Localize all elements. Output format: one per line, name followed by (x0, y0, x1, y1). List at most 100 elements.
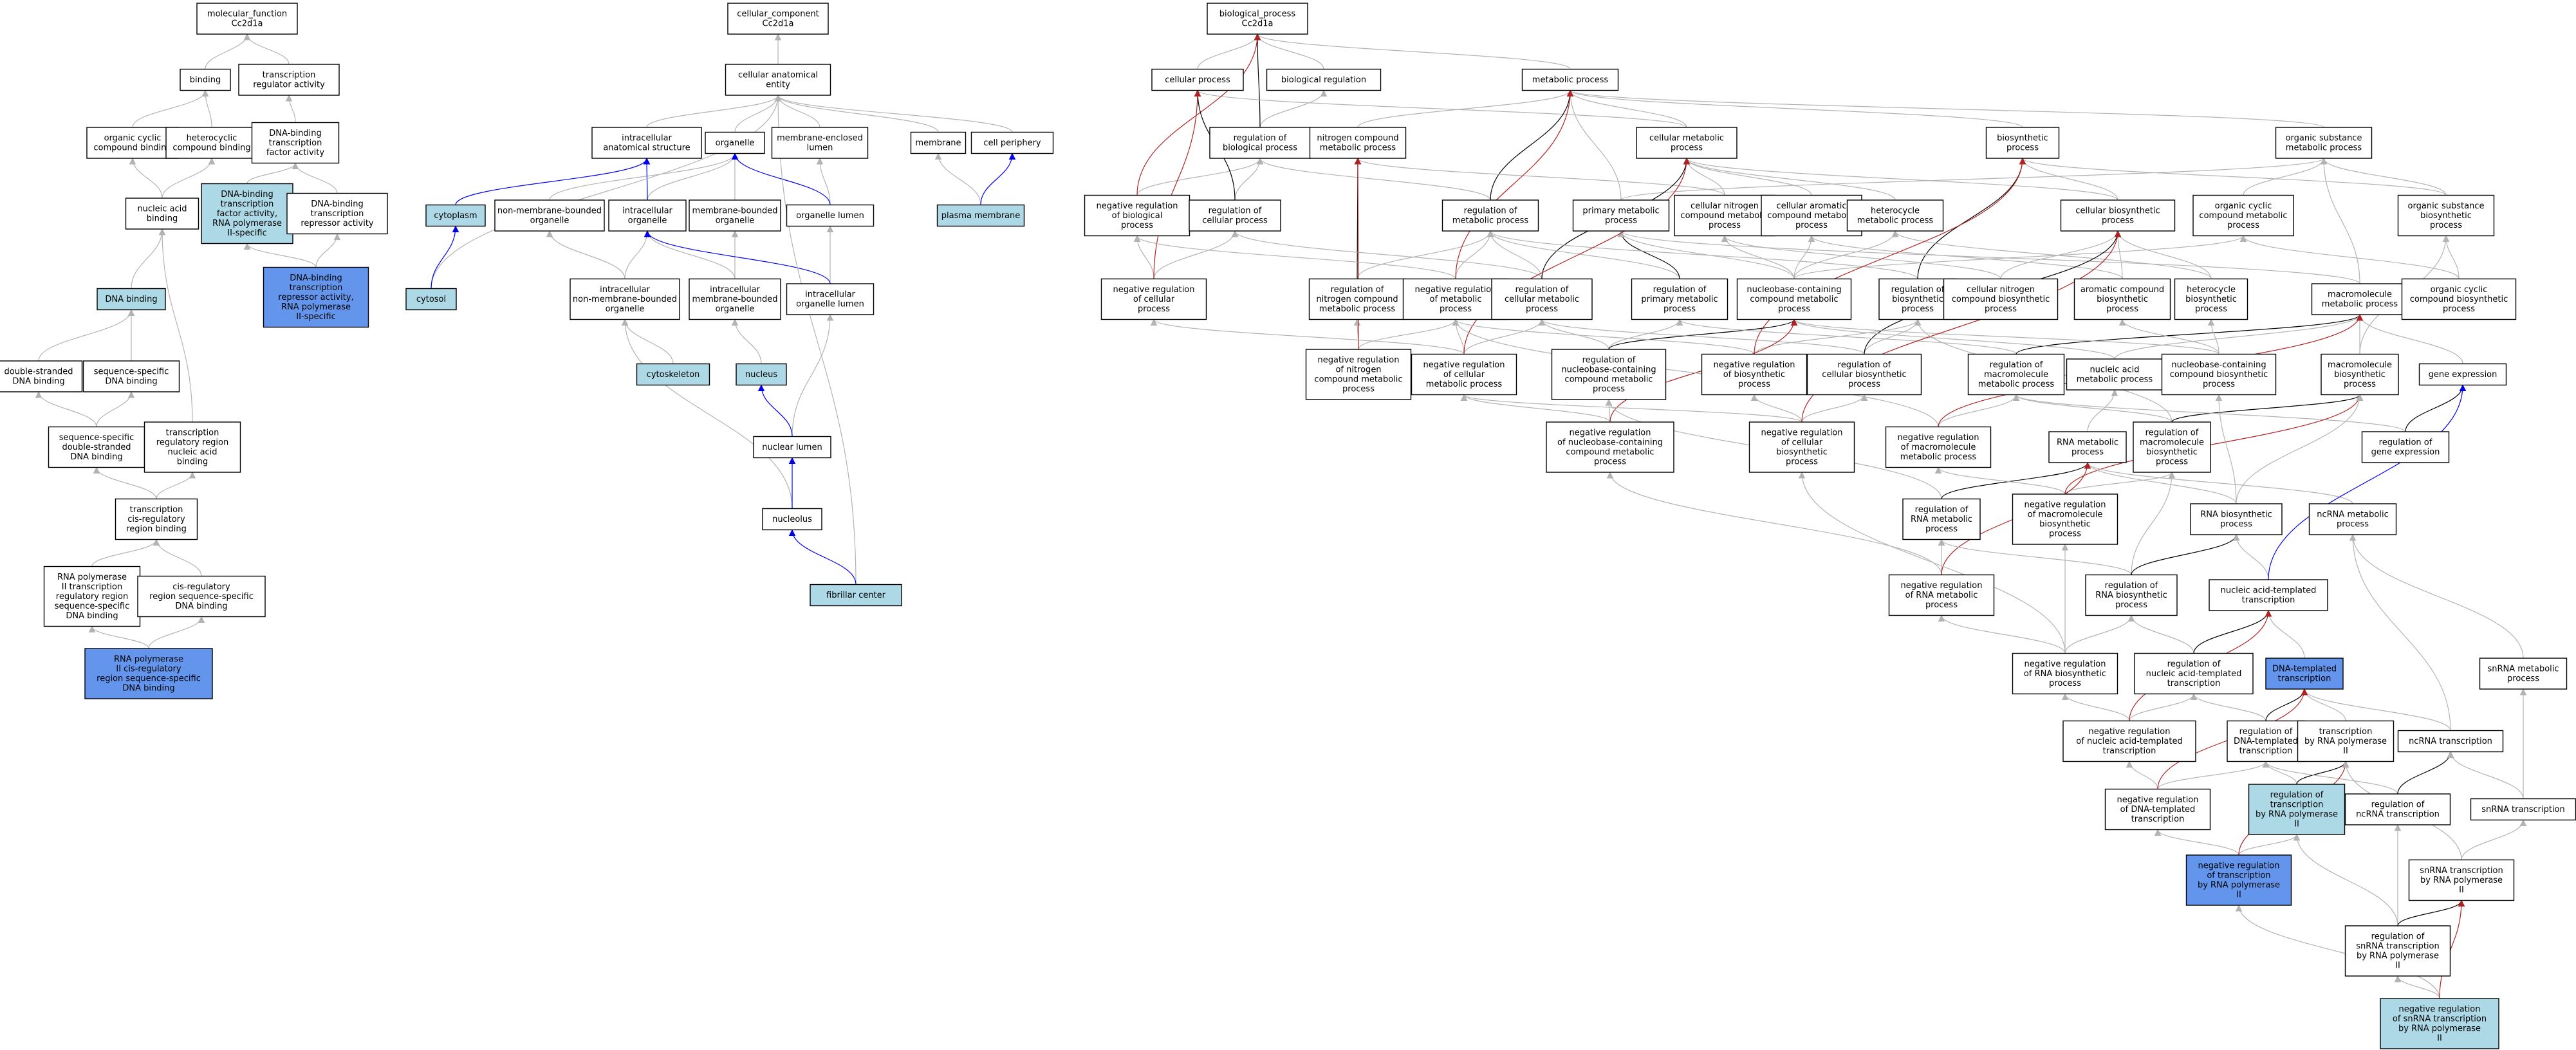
go-term-node-ncrnat[interactable]: ncRNA transcription (2397, 730, 2504, 753)
go-term-node-nlumen[interactable]: nuclear lumen (753, 436, 831, 459)
go-term-node-nucleolus[interactable]: nucleolus (762, 508, 822, 531)
go-term-node-mem[interactable]: membrane (910, 131, 967, 154)
go-term-node-bind[interactable]: binding (180, 68, 231, 91)
go-term-node-dnab[interactable]: DNA binding (97, 288, 166, 311)
go-term-node-fc[interactable]: fibrillar center (810, 584, 902, 607)
go-term-node-org[interactable]: organelle (705, 131, 765, 154)
go-term-node-pm[interactable]: plasma membrane (936, 204, 1025, 227)
go-term-node-ge[interactable]: gene expression (2418, 363, 2507, 386)
go-term-node-cytosk[interactable]: cytoskeleton (636, 363, 710, 386)
go-term-node-cyto[interactable]: cytoplasm (425, 204, 486, 227)
go-term-node-cytosol[interactable]: cytosol (405, 288, 457, 311)
go-term-node-snrnat[interactable]: snRNA transcription (2470, 798, 2576, 821)
go-term-node-mp[interactable]: metabolic process (1521, 68, 1619, 91)
go-term-node-nucleus[interactable]: nucleus (736, 363, 787, 386)
go-term-node-breg[interactable]: biological regulation (1266, 68, 1382, 91)
go-term-node-cper[interactable]: cell periphery (970, 131, 1054, 154)
go-term-node-orgl[interactable]: organelle lumen (786, 204, 875, 227)
